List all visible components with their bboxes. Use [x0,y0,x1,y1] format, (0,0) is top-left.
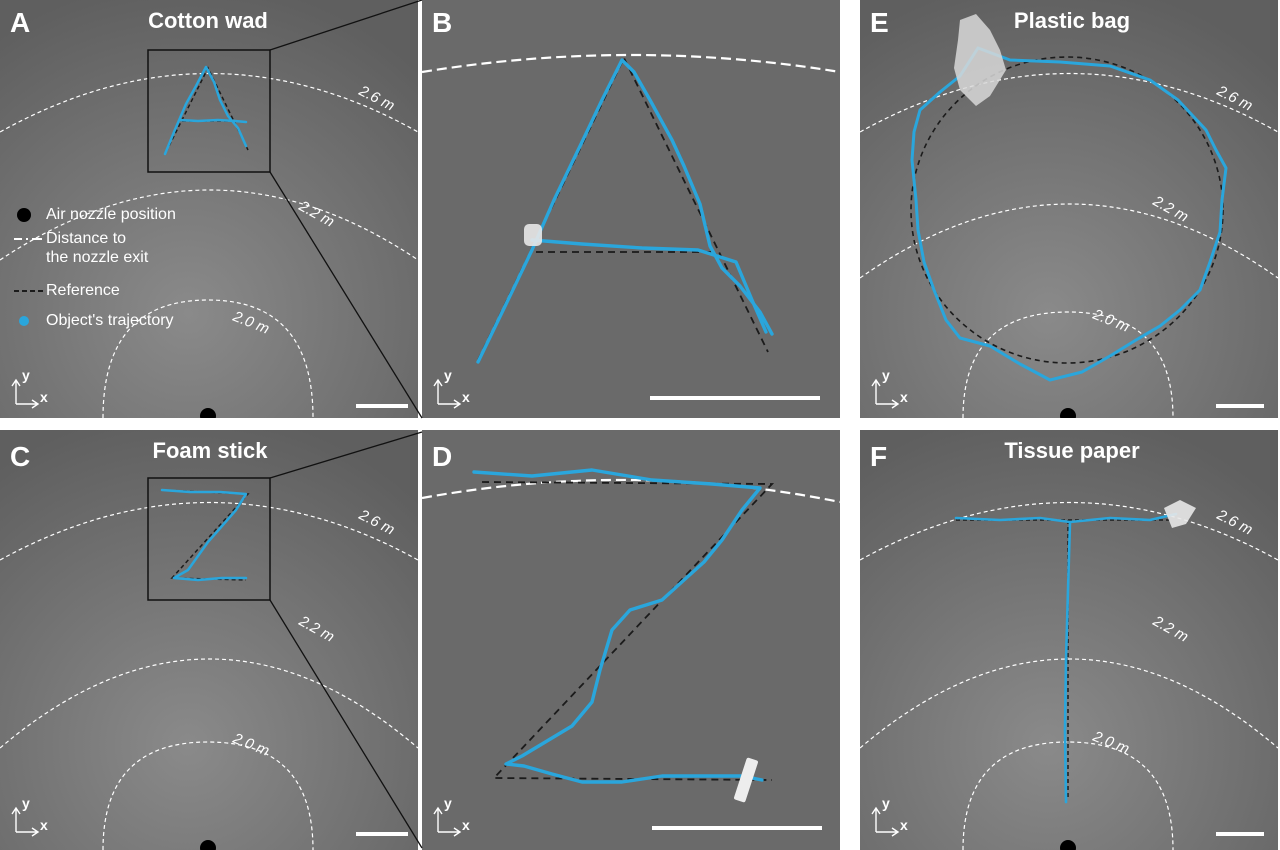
legend-label-distance-1: Distance to [46,230,127,247]
distance-arc-2-2 [860,658,1278,749]
distance-arc-2-2 [860,203,1278,279]
nozzle-dot [200,408,216,418]
nozzle-dot [200,840,216,850]
distance-arc-2-6 [0,501,418,561]
axis-label-x: x [462,389,470,405]
axis-label-y: y [882,795,890,811]
axis-arrows-icon [871,378,900,409]
reference-circle [910,56,1224,364]
axis-label-x: x [900,817,908,833]
scale-bar [650,396,820,400]
panel-e-letter: E [870,7,889,38]
panel-e-title: Plastic bag [1014,8,1130,33]
panel-c-letter: C [10,441,30,472]
axis-label-x: x [40,389,48,405]
axis-label-y: y [882,367,890,383]
trajectory-path [910,46,1228,382]
panel-f-letter: F [870,441,887,472]
trajectory-path [472,468,764,784]
axis-label-y: y [444,795,452,811]
panel-b: B y x [422,0,840,418]
axis-label-y: y [444,367,452,383]
distance-arc-2-0 [962,311,1174,418]
axis-label-x: x [900,389,908,405]
panel-e-image: E Plastic bag 2.6 m 2.2 m 2.0 m y x [860,0,1278,418]
legend-item-distance: Distance to the nozzle exit [12,229,148,267]
panel-d: D y x [422,430,840,850]
distance-arc [422,53,840,74]
trajectory-path [476,58,774,364]
axis-arrows-icon [433,806,462,837]
zoom-box [147,49,271,173]
panel-d-letter: D [432,441,452,472]
legend-label-nozzle: Air nozzle position [46,206,176,223]
axis-arrows-icon [871,806,900,837]
axis-arrows-icon [11,806,40,837]
nozzle-dot [1060,408,1076,418]
nozzle-dot [1060,840,1076,850]
panel-c-image: C Foam stick 2.6 m 2.2 m 2.0 m y x [0,430,418,850]
panel-c-title: Foam stick [153,438,269,463]
axis-arrows-icon [433,378,462,409]
plastic-bag-object [954,14,1006,106]
panel-a-title: Cotton wad [148,8,268,33]
distance-arc-2-0 [962,741,1174,850]
trajectory-path [163,65,248,156]
panel-d-image: D y x [422,430,840,850]
axis-label-y: y [22,795,30,811]
panel-f: F Tissue paper 2.6 m 2.2 m 2.0 m y x [860,430,1278,850]
scale-bar [356,404,408,408]
legend-label-trajectory: Object's trajectory [46,312,174,329]
legend-label-distance: Distance to the nozzle exit [46,229,148,267]
legend-item-reference: Reference [12,281,120,300]
zoom-box [147,477,271,601]
distance-arc-2-6 [860,72,1278,133]
panel-e: E Plastic bag 2.6 m 2.2 m 2.0 m y x [860,0,1278,418]
panel-f-image: F Tissue paper 2.6 m 2.2 m 2.0 m y x [860,430,1278,850]
scale-bar [652,826,822,830]
distance-arc-2-6 [860,501,1278,561]
panel-b-image: B y x [422,0,840,418]
legend-item-trajectory: Object's trajectory [12,311,174,330]
trajectory-path [954,512,1178,804]
legend-label-distance-2: the nozzle exit [46,249,149,266]
axis-label-x: x [40,817,48,833]
panel-c: C Foam stick 2.6 m 2.2 m 2.0 m y x [0,430,418,850]
scale-bar [356,832,408,836]
tissue-paper-object [1164,500,1196,528]
cotton-wad-object [524,224,542,246]
trajectory-path [160,488,248,582]
foam-stick-object [734,757,758,803]
axis-label-y: y [22,367,30,383]
distance-arc [422,478,840,504]
legend-item-nozzle: Air nozzle position [12,205,176,224]
panel-f-title: Tissue paper [1004,438,1140,463]
legend-label-reference: Reference [46,282,120,299]
panel-a-letter: A [10,7,30,38]
panel-b-letter: B [432,7,452,38]
scale-bar [1216,832,1264,836]
panel-a: A Cotton wad 2.6 m 2.2 m 2.0 m y x Air n… [0,0,418,418]
scale-bar [1216,404,1264,408]
axis-label-x: x [462,817,470,833]
axis-arrows-icon [11,378,40,409]
